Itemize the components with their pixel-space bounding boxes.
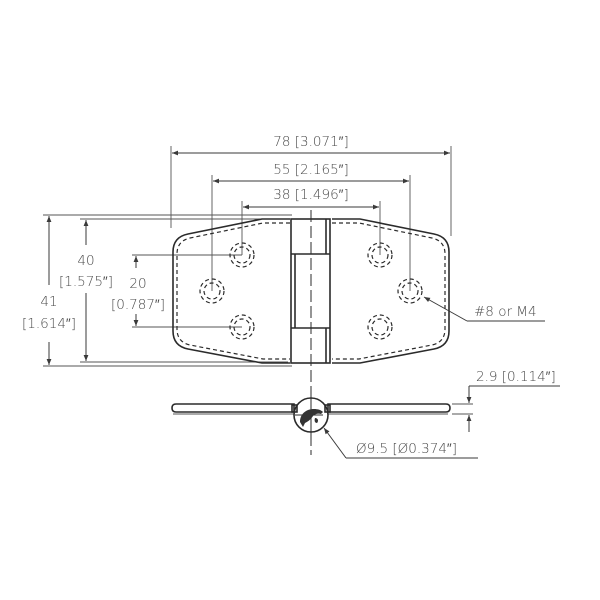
whale-logo-icon <box>300 409 323 427</box>
hole <box>397 278 423 304</box>
dim-thickness: 2.9 [0.114″] <box>452 369 560 432</box>
screw-size-label: #8 or M4 <box>474 304 537 320</box>
hole <box>229 242 255 268</box>
dim-label-40: 40 <box>77 253 94 269</box>
screw-holes <box>199 242 423 340</box>
dim-overall-length: 78 [3.071″] <box>170 134 452 236</box>
hole <box>367 242 393 268</box>
hole <box>199 278 225 304</box>
hole <box>229 314 255 340</box>
dim-inner-hole-spacing: 38 [1.496″] <box>241 187 381 255</box>
right-leaf <box>332 218 450 364</box>
hole <box>367 314 393 340</box>
hinge-side-view <box>171 393 451 445</box>
dim-knuckle-diameter: Ø9.5 [Ø0.374″] <box>323 427 478 459</box>
dim-label-20: 20 <box>129 276 146 292</box>
dim-overall-height: 41 [1.614″] <box>22 214 292 367</box>
hinge-top-view <box>172 210 450 455</box>
dim-label-41: 41 <box>40 294 57 310</box>
dim-label-diameter: Ø9.5 [Ø0.374″] <box>356 441 457 457</box>
left-leaf-side <box>171 403 295 413</box>
dim-label-78: 78 [3.071″] <box>273 134 348 150</box>
dim-label-55: 55 [2.165″] <box>273 162 348 178</box>
dim-hole-vertical-spacing: 20 [0.787″] <box>111 254 242 328</box>
dim-label-20-in: [0.787″] <box>111 297 165 313</box>
callout-screw-size: #8 or M4 <box>423 296 545 322</box>
dim-label-41-in: [1.614″] <box>22 316 76 332</box>
dim-label-40-in: [1.575″] <box>59 274 113 290</box>
dim-plate-height: 40 [1.575″] <box>59 218 288 363</box>
right-leaf-side <box>327 403 451 413</box>
dim-label-38: 38 [1.496″] <box>273 187 348 203</box>
left-leaf <box>172 218 290 364</box>
dim-label-thickness: 2.9 [0.114″] <box>476 369 556 385</box>
